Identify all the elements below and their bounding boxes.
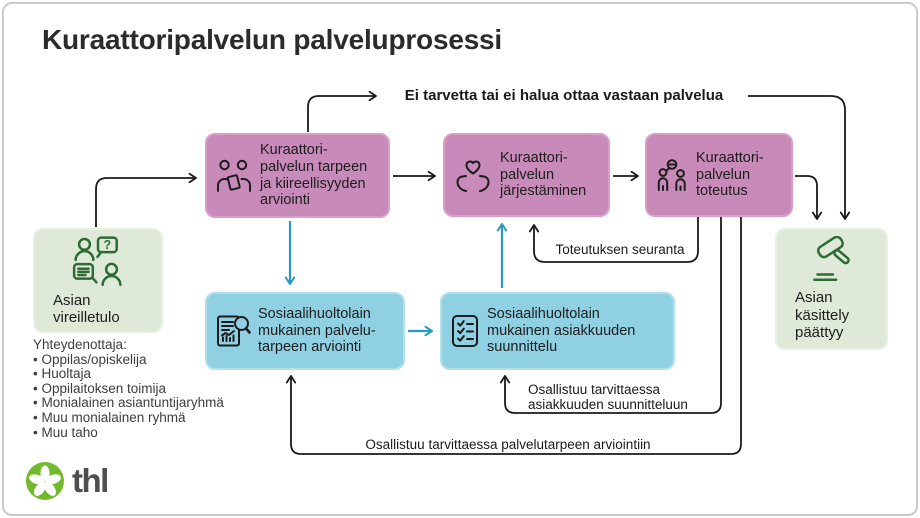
no-need-label: Ei tarvetta tai ei halua ottaa vastaan p… (404, 87, 724, 104)
contactor-item: Oppilas/opiskelija (33, 352, 224, 368)
edge-osallistuu-suunnitteluun (499, 217, 722, 414)
flow-box-asiakkuus: Sosiaalihuoltolain mukainen asiakkuuden … (440, 292, 675, 370)
contactor-item: Oppilaitoksen toimija (33, 381, 224, 397)
contactor-item: Huoltaja (33, 367, 224, 382)
thl-logo-text: thl (72, 462, 109, 499)
contactor-list: Yhteydenottaja: Oppilas/opiskelija Huolt… (33, 337, 224, 441)
flow-box-jarjestaminen: Kuraattori- palvelun järjestäminen (443, 133, 610, 217)
contactor-item: Muu monialainen ryhmä (33, 410, 224, 426)
hands-heart-icon (453, 158, 493, 192)
report-magnifier-icon (215, 314, 251, 348)
contactor-list-heading: Yhteydenottaja: (33, 337, 127, 352)
edge-no-need-to-paattyy (748, 95, 851, 220)
page-title: Kuraattoripalvelun palveluprosessi (42, 24, 503, 55)
counseling-icon (215, 159, 253, 193)
flow-box-paattyy: Asian käsittely päättyy (775, 228, 888, 350)
flow-box-label: Kuraattori- palvelun toteutus (696, 149, 764, 200)
flow-box-vireilletulo: ? Asian vireilletulo (33, 228, 163, 333)
people-chat-icon (655, 158, 689, 192)
flow-box-label: Sosiaalihuoltolain mukainen palvelu- tar… (258, 305, 376, 356)
monitoring-label: Toteutuksen seuranta (555, 242, 685, 257)
participates-assessment-label: Osallistuu tarvittaessa palvelutarpeen a… (365, 437, 651, 452)
flow-box-label: Asian käsittely päättyy (795, 289, 850, 342)
participates-planning-label: Osallistuu tarvittaessa asiakkuuden suun… (528, 382, 688, 412)
flow-box-label: Kuraattori- palvelun tarpeen ja kiireell… (260, 141, 368, 209)
gavel-icon (805, 236, 859, 284)
edge-vireilletulo-to-arviointi (95, 172, 197, 227)
flow-box-label: Sosiaalihuoltolain mukainen asiakkuuden … (487, 305, 636, 356)
inquiry-icon: ? (71, 235, 125, 287)
contactor-item: Muu taho (33, 425, 224, 441)
flow-box-toteutus: Kuraattori- palvelun toteutus (645, 133, 793, 217)
flow-box-label: Kuraattori- palvelun järjestäminen (500, 149, 587, 200)
edge-seuranta (528, 217, 699, 263)
flow-box-palvelutarve: Sosiaalihuoltolain mukainen palvelu- tar… (205, 292, 405, 370)
edge-toteutus-to-paattyy (795, 175, 823, 220)
flow-box-tarpeen-arviointi: Kuraattori- palvelun tarpeen ja kiireell… (205, 133, 390, 218)
thl-flower-icon (25, 461, 65, 501)
thl-logo: thl (25, 461, 109, 501)
question-mark-glyph: ? (104, 238, 112, 252)
edge-osallistuu-arviointiin (285, 217, 742, 455)
flow-box-label: Asian vireilletulo (53, 291, 120, 326)
contactor-item: Monialainen asiantuntijaryhmä (33, 396, 223, 411)
edge-arviointi-to-no-need (307, 90, 377, 132)
checklist-icon (450, 314, 480, 348)
